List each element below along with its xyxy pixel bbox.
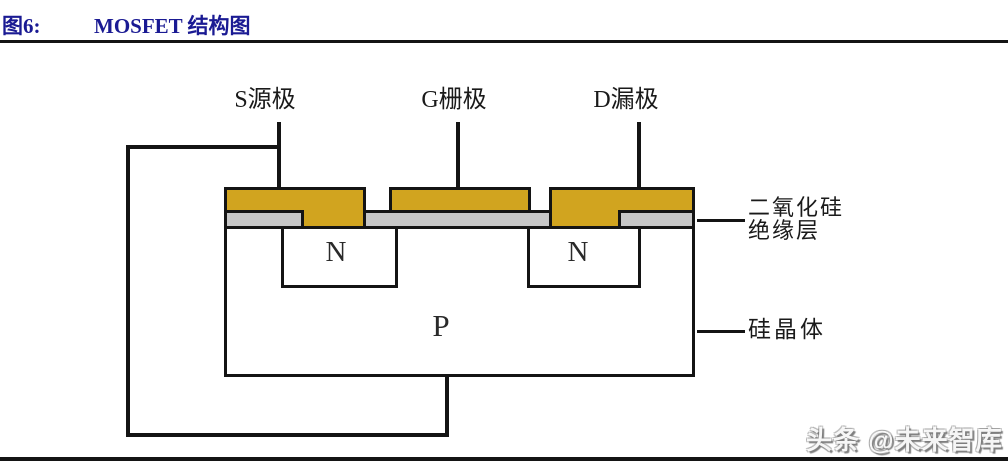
source-contact [301, 210, 366, 229]
bottom-rule [0, 457, 1008, 461]
terminal-label-drain: D漏极 [593, 87, 659, 113]
source-electrode [224, 187, 366, 213]
loop-wire-top [126, 145, 281, 149]
figure-number: 图6: [2, 14, 41, 38]
drain-contact [549, 210, 621, 229]
loop-wire-left [126, 145, 130, 437]
n-region-left [281, 226, 398, 288]
substrate-connector-wire [445, 374, 449, 437]
source-lead-wire [277, 122, 281, 192]
crystal-annotation: 硅晶体 [748, 317, 826, 342]
drain-lead-wire [637, 122, 641, 192]
oxide-leader-line [697, 219, 745, 222]
p-region-label: P [432, 308, 450, 343]
crystal-leader-line [697, 330, 745, 333]
loop-wire-bottom [126, 433, 449, 437]
oxide-annotation-line1: 二氧化硅 [748, 195, 845, 220]
oxide-annotation-line2: 绝缘层 [748, 218, 821, 243]
n-region-left-label: N [325, 236, 347, 268]
drain-electrode [549, 187, 695, 213]
n-region-right [527, 226, 641, 288]
title-rule [0, 40, 1008, 43]
figure-title: MOSFET 结构图 [94, 14, 251, 38]
terminal-label-source: S源极 [234, 87, 296, 113]
terminal-label-gate: G栅极 [421, 87, 487, 113]
gate-lead-wire [456, 122, 460, 192]
gate-electrode [389, 187, 531, 213]
n-region-right-label: N [567, 236, 589, 268]
watermark: 头条 @未来智库 [806, 425, 1003, 455]
oxide-annotation: 二氧化硅 绝缘层 [748, 196, 844, 242]
